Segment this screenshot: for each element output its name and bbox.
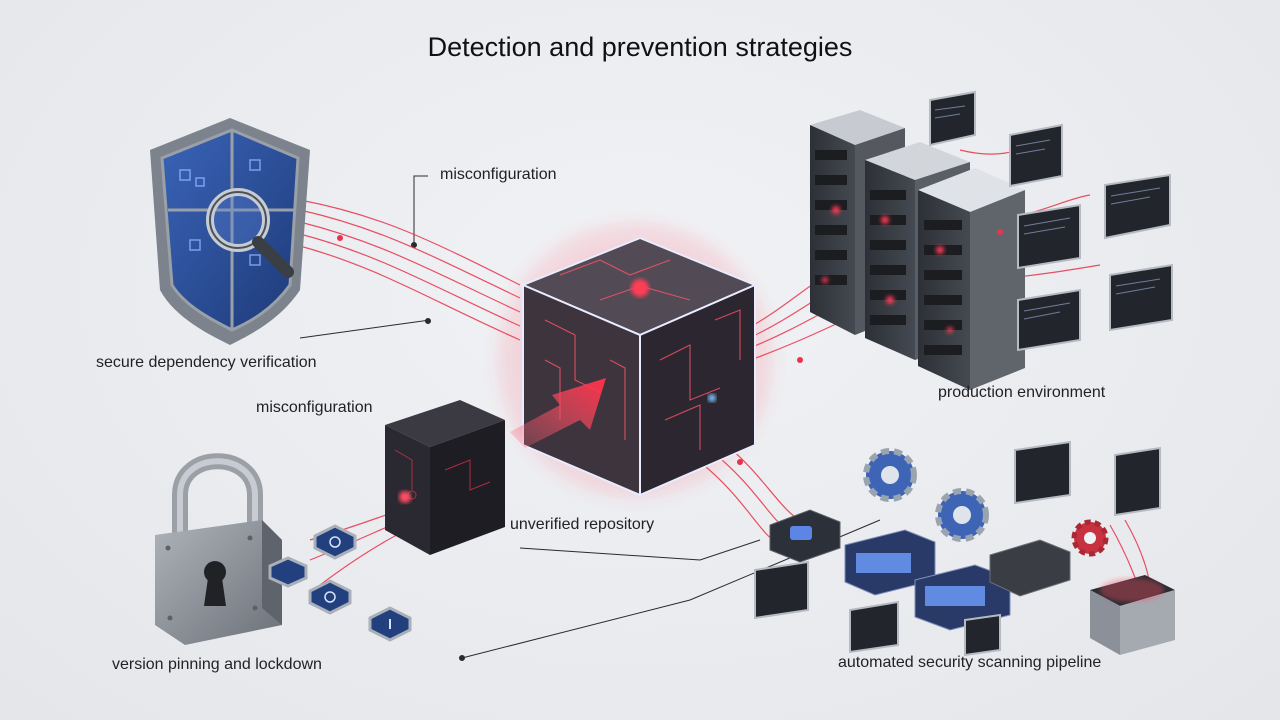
dark-cube-icon — [385, 400, 505, 555]
arrow-icon — [510, 378, 606, 448]
label-unverified-repository: unverified repository — [510, 516, 655, 533]
label-scanning-pipeline: automated security scanning pipeline — [838, 654, 1102, 671]
label-misconfiguration-top: misconfiguration — [440, 166, 557, 183]
label-production-environment: production environment — [938, 384, 1106, 401]
label-secure-dependency-verification: secure dependency verification — [96, 354, 317, 371]
page-title: Detection and prevention strategies — [427, 32, 853, 62]
label-misconfiguration-left: misconfiguration — [256, 399, 373, 416]
monitor-panel-icon — [929, 90, 1173, 352]
wire-nodes — [337, 229, 1003, 465]
label-version-pinning: version pinning and lockdown — [112, 656, 322, 673]
monitor-text-lines — [934, 105, 1161, 320]
shield-icon — [150, 118, 310, 345]
central-cube-icon — [495, 220, 775, 500]
magnifier-icon — [206, 188, 294, 278]
padlock-icon — [155, 453, 282, 645]
pipeline-panels — [754, 440, 1161, 657]
hexagon-nodes — [268, 524, 412, 642]
box-icon — [1090, 575, 1175, 655]
server-rack-icon — [810, 110, 1025, 390]
pipeline-blocks — [769, 509, 1071, 631]
gear-icon — [863, 448, 1109, 557]
